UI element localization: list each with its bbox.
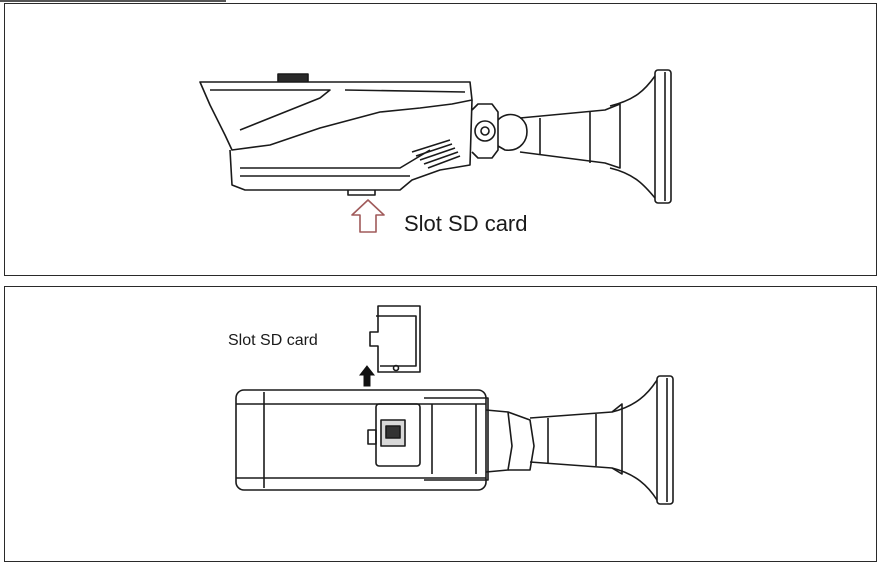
slot-sd-card-label-bottom: Slot SD card [228, 332, 318, 349]
camera-side-view [199, 69, 672, 204]
top-panel [4, 3, 877, 276]
bottom-panel [4, 286, 877, 562]
up-arrow-solid-icon [358, 365, 376, 387]
camera-bottom-view [235, 305, 674, 505]
top-edge-line [0, 0, 226, 2]
slot-sd-card-label-top: Slot SD card [404, 211, 528, 236]
up-arrow-outline-icon [351, 199, 385, 233]
